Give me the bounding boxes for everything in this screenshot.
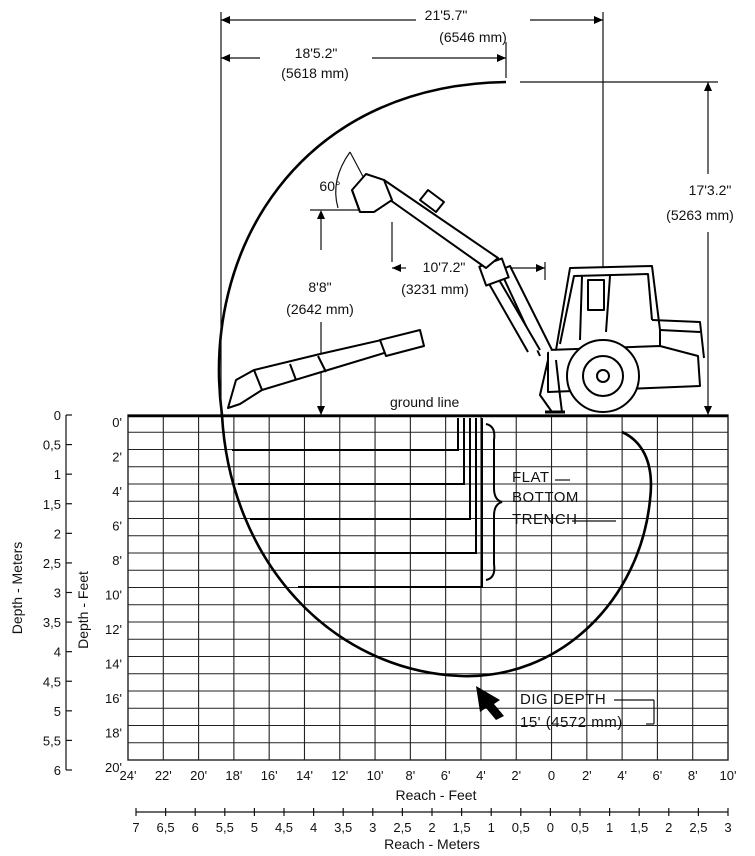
reach-meter-tick-label: 4 xyxy=(310,820,317,835)
reach-feet-ticks: 24' 22' 20' 18' 16' 14' 12' 10' 8' 6' 4' 2' 0 2' 4' 6' 8… xyxy=(120,768,737,783)
reach-meter-tick-label: 1,5 xyxy=(453,820,471,835)
reach-meter-tick-label: 3 xyxy=(724,820,731,835)
reach-meter-tick-label: 2 xyxy=(665,820,672,835)
boom-reach-metric: (3231 mm) xyxy=(401,281,469,297)
reach-feet-tick-label: 14' xyxy=(296,768,313,783)
reach-feet-tick-label: 6' xyxy=(441,768,451,783)
reach-meters-title: Reach - Meters xyxy=(384,836,480,852)
depth-meter-tick-label: 5,5 xyxy=(43,733,61,748)
reach-meter-tick-label: 5 xyxy=(251,820,258,835)
depth-meter-tick-label: 6 xyxy=(54,763,61,778)
trench-label-2: BOTTOM xyxy=(512,489,579,506)
reach-meter-tick-label: 2,5 xyxy=(393,820,411,835)
depth-feet-tick-label: 20' xyxy=(105,760,122,775)
reach-meter-tick-label: 1 xyxy=(606,820,613,835)
reach-feet-tick-label: 6' xyxy=(653,768,663,783)
reach-meter-tick-label: 3,5 xyxy=(334,820,352,835)
reach-meter-tick-label: 6 xyxy=(192,820,199,835)
reach-feet-title: Reach - Feet xyxy=(396,787,477,803)
depth-meters-title: Depth - Meters xyxy=(9,542,25,635)
backhoe-loader-illustration xyxy=(227,173,705,414)
reach-meter-tick-label: 4,5 xyxy=(275,820,293,835)
depth-feet-tick-label: 4' xyxy=(112,484,122,499)
reach-meter-tick-label: 2 xyxy=(428,820,435,835)
reach-feet-tick-label: 2' xyxy=(511,768,521,783)
reach-feet-tick-label: 10' xyxy=(367,768,384,783)
dig-depth-value: 15' (4572 mm) xyxy=(520,714,623,731)
ground-line-label: ground line xyxy=(390,394,459,410)
depth-feet-tick-label: 16' xyxy=(105,691,122,706)
reach-meter-tick-label: 3 xyxy=(369,820,376,835)
reach-feet-tick-label: 18' xyxy=(225,768,242,783)
reach-feet-tick-label: 10' xyxy=(720,768,737,783)
reach-feet-tick-label: 20' xyxy=(190,768,207,783)
reach-feet-tick-label: 22' xyxy=(155,768,172,783)
depth-meter-tick-label: 1,5 xyxy=(43,497,61,512)
boom-reach-imperial: 10'7.2" xyxy=(423,259,466,275)
ground-reach-metric: (5618 mm) xyxy=(281,65,349,81)
depth-feet-tick-label: 6' xyxy=(112,519,122,534)
reach-feet-tick-label: 24' xyxy=(120,768,137,783)
dig-depth-title: DIG DEPTH xyxy=(520,691,606,708)
dig-depth-arrow xyxy=(476,686,504,720)
depth-feet-ticks: 0' 2' 4' 6' 8' 10' 12' 14' 16' 18' 20' xyxy=(105,415,122,775)
height-metric: (5263 mm) xyxy=(666,207,734,223)
bucket-height-metric: (2642 mm) xyxy=(286,301,354,317)
depth-meter-tick-label: 1 xyxy=(54,467,61,482)
reach-meter-tick-label: 7 xyxy=(132,820,139,835)
reach-feet-tick-label: 8' xyxy=(405,768,415,783)
reach-meter-tick-label: 6,5 xyxy=(157,820,175,835)
flat-bottom-trench xyxy=(232,418,483,588)
trench-label-1: FLAT xyxy=(512,469,550,486)
reach-meter-tick-label: 2,5 xyxy=(689,820,707,835)
depth-feet-tick-label: 12' xyxy=(105,622,122,637)
reach-meter-ticks: 7 6,5 6 5,5 5 4,5 4 3,5 3 2,5 2 1,5 1 0,5 0 0,5 1 1,5 2 2,5… xyxy=(132,808,732,835)
reach-feet-tick-label: 4' xyxy=(476,768,486,783)
depth-meter-tick-label: 5 xyxy=(54,704,61,719)
reach-meter-tick-label: 0,5 xyxy=(512,820,530,835)
depth-meter-tick-label: 3 xyxy=(54,586,61,601)
trench-label-3: TRENCH xyxy=(512,511,578,528)
depth-meter-tick-label: 4 xyxy=(54,645,61,660)
reach-meter-tick-label: 0 xyxy=(547,820,554,835)
reach-meter-tick-label: 5,5 xyxy=(216,820,234,835)
depth-meter-tick-label: 4,5 xyxy=(43,674,61,689)
trench-brace xyxy=(485,423,503,581)
reach-meter-tick-label: 1,5 xyxy=(630,820,648,835)
height-imperial: 17'3.2" xyxy=(689,182,732,198)
ground-reach-imperial: 18'5.2" xyxy=(295,45,338,61)
depth-feet-tick-label: 8' xyxy=(112,553,122,568)
reach-envelope-arc xyxy=(217,80,653,678)
depth-meter-tick-label: 2,5 xyxy=(43,556,61,571)
reach-feet-tick-label: 4' xyxy=(617,768,627,783)
reach-feet-tick-label: 16' xyxy=(261,768,278,783)
depth-feet-tick-label: 18' xyxy=(105,726,122,741)
depth-meter-tick-label: 0 xyxy=(54,408,61,423)
depth-meter-ticks: 0 0,5 1 1,5 2 2,5 3 3,5 4 4,5 5 5,5 6 xyxy=(43,408,72,778)
reach-feet-tick-label: 0 xyxy=(548,768,555,783)
depth-feet-tick-label: 2' xyxy=(112,450,122,465)
bucket-height-imperial: 8'8" xyxy=(308,279,331,295)
reach-meter-tick-label: 1 xyxy=(488,820,495,835)
reach-feet-tick-label: 12' xyxy=(331,768,348,783)
depth-meter-tick-label: 2 xyxy=(54,526,61,541)
depth-feet-tick-label: 14' xyxy=(105,657,122,672)
reach-feet-tick-label: 2' xyxy=(582,768,592,783)
depth-meter-tick-label: 0,5 xyxy=(43,438,61,453)
reach-meter-tick-label: 0,5 xyxy=(571,820,589,835)
overall-reach-imperial: 21'5.7" xyxy=(425,7,468,23)
overall-reach-metric: (6546 mm) xyxy=(439,29,507,45)
depth-feet-tick-label: 10' xyxy=(105,588,122,603)
angle-label: 60° xyxy=(319,178,340,194)
reach-feet-tick-label: 8' xyxy=(688,768,698,783)
depth-feet-tick-label: 0' xyxy=(112,415,122,430)
depth-meter-tick-label: 3,5 xyxy=(43,615,61,630)
depth-feet-title: Depth - Feet xyxy=(75,571,91,649)
